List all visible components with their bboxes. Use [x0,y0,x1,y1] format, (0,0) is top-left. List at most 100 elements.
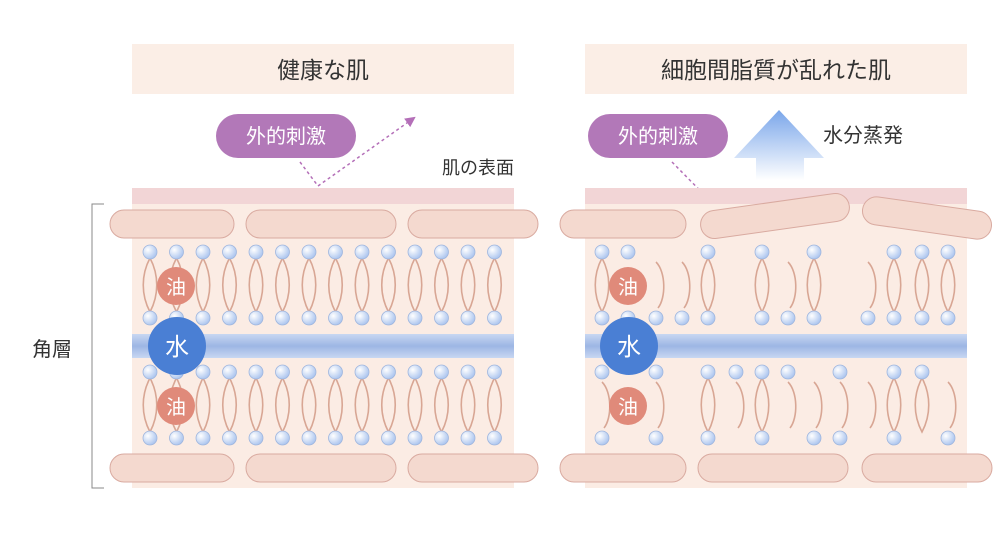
lipid-head [301,244,317,260]
lipid-head [806,430,822,446]
left-water-circle [148,317,206,375]
right-panel-title: 細胞間脂質が乱れた肌 [661,58,891,84]
lipid-head [381,364,396,380]
right-title-background [585,44,967,94]
lipid-head [301,310,317,326]
lipid-head [275,364,290,380]
lipid-head [806,310,822,326]
lipid-head [354,430,370,446]
lipid-head [222,430,237,446]
lipid-head [487,430,502,446]
broken-lipid-tail [735,381,745,429]
left-stimulus-bubble [216,114,356,158]
broken-lipid-tail [655,261,665,309]
lipid-head [142,364,158,380]
lipid-head [832,430,848,446]
lipid-head [780,310,796,326]
left-water-label: 水 [165,333,189,361]
lipid-head [594,310,610,326]
lipid-head [301,364,317,380]
lipid-head [594,430,610,446]
lipid-head [754,244,770,260]
left-lipid-bilayers [142,244,503,446]
lipid-head [806,244,822,260]
lipid-head [754,310,770,326]
left-top-cells [109,209,539,239]
broken-lipid-tail [839,381,849,429]
lipid-head [648,430,664,446]
lipid-head [780,364,796,380]
lipid-head [142,244,158,260]
evaporation-arrow-icon [734,110,824,180]
lipid-head [169,430,184,446]
evaporation-label: 水分蒸発 [823,123,903,147]
lipid-head [648,310,664,326]
lipid-head [434,310,449,326]
broken-lipid-tail [787,261,797,309]
lipid-head [700,244,716,260]
lipid-head [886,364,902,380]
lipid-head [407,364,423,380]
left-oil-label-bottom: 油 [166,395,186,419]
lipid-head [487,244,502,260]
lipid-head [407,310,423,326]
lipid-head [142,310,158,326]
lipid-head [914,364,930,380]
lipid-head [248,310,264,326]
lipid-head [728,364,744,380]
right-top-cells [559,193,993,240]
lipid-head [594,244,610,260]
stratum-corneum-bracket: 角層 [32,203,104,489]
lipid-head [487,310,502,326]
right-oil-circle-bottom [609,387,647,425]
lipid-head [328,244,343,260]
left-deflected-arrow [299,116,416,188]
broken-lipid-tail [813,381,823,429]
left-surface-band [132,188,514,204]
lipid-head [648,364,664,380]
left-oil-circle-top [157,267,195,305]
lipid-head [248,244,264,260]
lipid-head [328,310,343,326]
lipid-head [275,430,290,446]
left-title-background [132,44,514,94]
lipid-head [195,430,211,446]
lipid-head [328,364,343,380]
left-stimulus-label: 外的刺激 [246,124,326,148]
lipid-head [700,364,716,380]
skin-surface-label: 肌の表面 [442,158,514,179]
lipid-head [195,244,211,260]
broken-lipid-tail [867,381,877,429]
lipid-head [195,364,211,380]
lipid-head [142,430,158,446]
right-oil-circle-top [609,267,647,305]
lipid-head [248,430,264,446]
lipid-head [275,310,290,326]
lipid-head [301,430,317,446]
lipid-head [222,364,237,380]
lipid-head [275,244,290,260]
stratum-corneum-label: 角層 [32,337,72,361]
lipid-head [407,244,423,260]
lipid-head [754,430,770,446]
lipid-head [620,244,636,260]
broken-lipid-tail [787,381,797,429]
lipid-head [700,310,716,326]
broken-lipid-tail [681,261,691,309]
lipid-head [940,310,956,326]
lipid-head [328,430,343,446]
lipid-head [354,364,370,380]
lipid-head [354,244,370,260]
lipid-head [700,430,716,446]
right-oil-label-bottom: 油 [618,395,638,419]
left-panel-title: 健康な肌 [277,58,369,84]
lipid-head [832,364,848,380]
lipid-head [487,364,502,380]
lipid-head [860,310,876,326]
left-oil-label-top: 油 [166,275,186,299]
lipid-head [886,244,902,260]
lipid-head [460,430,476,446]
lipid-head [381,430,396,446]
lipid-head [914,244,930,260]
lipid-tail [914,377,930,434]
